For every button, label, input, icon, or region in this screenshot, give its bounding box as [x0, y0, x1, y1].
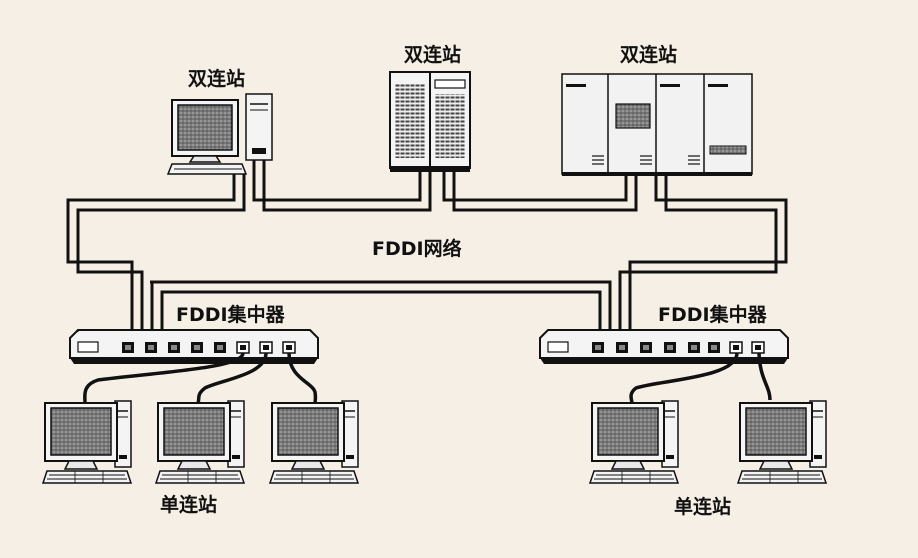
computer-icon	[589, 400, 679, 484]
concentrator-left	[69, 329, 319, 364]
concentrator-label-right: FDDI集中器	[658, 304, 767, 326]
computer-icon	[737, 400, 827, 484]
computer-icon	[269, 400, 359, 484]
single-station-cables	[83, 352, 772, 404]
dual-station-label-workstation: 双连站	[188, 68, 246, 90]
single-station-label-left: 单连站	[160, 494, 218, 516]
server-icon	[389, 71, 471, 172]
fddi-ring-cables	[66, 160, 788, 330]
single-station-label-right: 单连站	[674, 496, 732, 518]
workstation-icon	[166, 93, 273, 175]
dual-station-label-server: 双连站	[404, 44, 462, 66]
mainframe-icon	[561, 73, 753, 176]
concentrator-label-left: FDDI集中器	[176, 304, 285, 326]
concentrator-right	[539, 329, 789, 364]
network-label: FDDI网络	[372, 238, 462, 260]
dual-station-label-mainframe: 双连站	[620, 44, 678, 66]
computer-icon	[42, 400, 132, 484]
computer-icon	[155, 400, 245, 484]
